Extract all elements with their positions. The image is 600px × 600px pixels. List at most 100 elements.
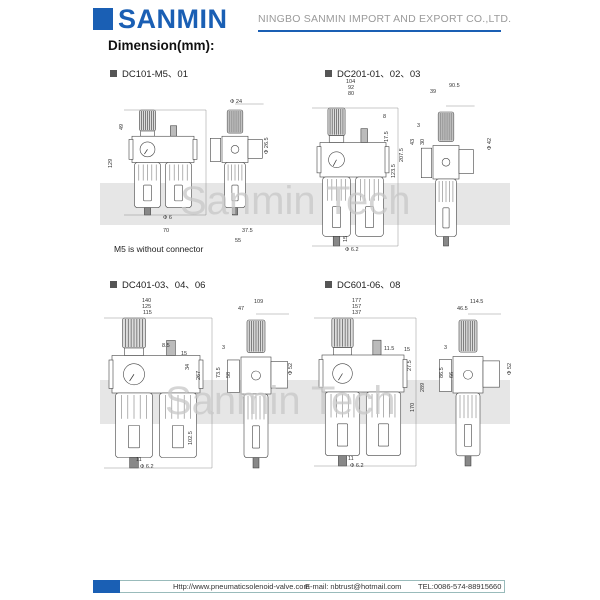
drain-valve xyxy=(144,207,151,216)
dimension-label: Φ 26.5 xyxy=(264,137,270,154)
dimension-label: 92 xyxy=(348,85,354,91)
dimension-label: 39 xyxy=(430,89,436,95)
dimension-label: Φ 52 xyxy=(288,363,294,375)
bullet-square-icon xyxy=(110,280,117,288)
dimension-label: Φ 6.2 xyxy=(140,464,154,470)
model-label: DC201-01、02、03 xyxy=(337,69,421,80)
mounting-bracket xyxy=(439,359,452,392)
footer-email[interactable]: E-mail: nbtrust@hotmail.com xyxy=(305,582,402,591)
brand-logo: SANMIN xyxy=(118,4,228,34)
port-left xyxy=(128,139,134,160)
oil-plug xyxy=(360,128,368,143)
sight-window xyxy=(442,207,450,229)
dimension-label: Φ 6.2 xyxy=(350,463,364,469)
drain-valve xyxy=(464,455,472,467)
gauge-side xyxy=(458,149,474,174)
dimension-label: 3 xyxy=(417,123,420,129)
dimension-label: 80 xyxy=(348,91,354,97)
dimension-label: Φ 24 xyxy=(230,99,242,105)
dimension-label: 115 xyxy=(143,310,152,316)
dimension-label: 109 xyxy=(254,299,263,305)
bullet-square-icon xyxy=(325,69,332,77)
dimension-label: 11 xyxy=(348,456,354,462)
dimension-label: 114.5 xyxy=(470,299,483,305)
footer-tel: TEL:0086-574-88915660 xyxy=(418,582,502,591)
dimension-label: 15 xyxy=(404,347,410,353)
bonnet xyxy=(124,347,144,356)
dimension-label: 70 xyxy=(163,228,169,234)
port-right xyxy=(198,359,204,389)
dimension-label: 43 xyxy=(410,139,416,145)
mounting-bracket xyxy=(227,359,240,393)
dimension-label: 157 xyxy=(352,304,361,310)
dimension-label: 8.5 xyxy=(162,343,170,349)
footer-blue-block xyxy=(93,580,120,593)
dimension-label: 102.5 xyxy=(188,431,194,445)
dimension-label: 27.5 xyxy=(407,360,413,371)
bullet-square-icon xyxy=(110,69,117,77)
gauge-needle xyxy=(129,374,135,382)
dimension-label: 267 xyxy=(196,371,202,380)
footer-website[interactable]: Http://www.pneumaticsolenoid-valve.com xyxy=(173,582,310,591)
port-circle xyxy=(251,370,261,381)
dimension-label: Φ 6 xyxy=(163,215,172,221)
dimension-label: 49 xyxy=(119,124,125,130)
model-label: DC101-M5、01 xyxy=(122,69,188,80)
sight-window xyxy=(332,206,341,228)
model-label: DC401-03、04、06 xyxy=(122,280,206,291)
port-right xyxy=(384,146,390,174)
dimension-label: 11.5 xyxy=(384,346,394,352)
section-label-dc401: DC401-03、04、06 xyxy=(110,277,205,291)
port-right xyxy=(192,139,198,160)
bonnet xyxy=(328,135,345,143)
oil-plug xyxy=(170,125,177,137)
gauge-needle xyxy=(144,149,148,155)
dimension-label: 3 xyxy=(444,345,447,351)
section-label-dc101: DC101-M5、01 xyxy=(110,66,188,80)
drain-valve xyxy=(332,236,341,247)
logo-square xyxy=(93,8,113,30)
bonnet xyxy=(333,347,352,356)
page-title: Dimension(mm): xyxy=(108,38,215,53)
connector-note: M5 is without connector xyxy=(114,244,204,254)
gauge-side xyxy=(270,361,288,389)
drain-valve xyxy=(443,236,449,247)
dimension-label: 170 xyxy=(410,403,416,412)
dimension-label: Φ 52 xyxy=(507,363,513,375)
dimension-label: 34 xyxy=(185,364,191,370)
port-circle xyxy=(230,145,240,154)
gauge-needle xyxy=(332,159,337,167)
dimension-label: 11 xyxy=(136,457,142,463)
sight-window xyxy=(174,184,183,202)
model-label: DC601-06、08 xyxy=(337,280,401,291)
company-name: NINGBO SANMIN IMPORT AND EXPORT CO.,LTD. xyxy=(258,13,512,25)
dimension-label: 104 xyxy=(346,79,355,85)
oil-plug xyxy=(372,339,382,356)
port-right xyxy=(402,359,408,388)
drain-valve xyxy=(232,207,238,216)
sight-window xyxy=(252,425,260,449)
dimension-label: 137 xyxy=(352,310,361,316)
dimension-label: 55 xyxy=(235,238,241,244)
dimension-label: 177 xyxy=(352,298,361,304)
drain-valve xyxy=(338,455,347,467)
dimension-label: 129 xyxy=(108,159,114,168)
port-left xyxy=(318,359,324,388)
watermark: Sanmin Tech xyxy=(180,179,411,223)
sight-window xyxy=(231,184,239,202)
sight-window xyxy=(365,206,374,228)
section-label-dc201: DC201-01、02、03 xyxy=(325,66,420,80)
dimension-label: 8 xyxy=(383,114,386,120)
port-left xyxy=(108,359,114,389)
bonnet xyxy=(140,130,155,137)
sight-window xyxy=(143,184,152,202)
dimension-label: 140 xyxy=(142,298,151,304)
dimension-label: 125 xyxy=(142,304,151,310)
dimension-label: 90.5 xyxy=(449,83,460,89)
dimension-label: 37.5 xyxy=(242,228,253,234)
port-circle xyxy=(463,369,473,380)
port-left xyxy=(316,146,322,174)
gauge-needle xyxy=(338,373,343,381)
dimension-label: 207.5 xyxy=(399,148,405,162)
